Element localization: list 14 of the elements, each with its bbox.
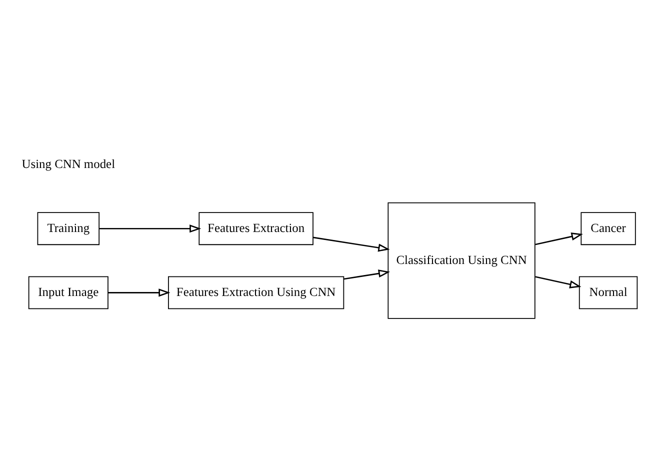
- arrow: [108, 288, 170, 296]
- node-box: Features Extraction: [198, 212, 314, 245]
- node-box: Cancer: [580, 212, 636, 245]
- arrow: [344, 269, 390, 280]
- label: Using CNN model: [22, 156, 116, 170]
- node-box: Features Extraction Using CNN: [168, 276, 344, 309]
- arrow: [99, 224, 202, 232]
- arrow: [313, 236, 390, 252]
- node-box: Input Image: [28, 276, 108, 309]
- node-box: Normal: [578, 276, 638, 309]
- arrow: [535, 276, 582, 288]
- node-box: Classification Using CNN: [388, 202, 536, 318]
- node-box: Training: [37, 212, 100, 245]
- arrow: [535, 232, 583, 245]
